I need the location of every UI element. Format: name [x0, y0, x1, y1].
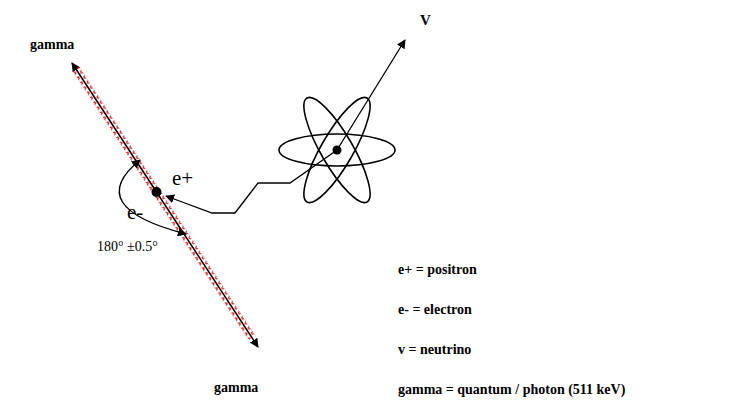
key-text: gamma = quantum / photon (511 keV) — [398, 382, 625, 398]
angle-label: 180° ±0.5° — [97, 239, 158, 255]
key-text: v = neutrino — [398, 342, 471, 358]
neutrino-arrow — [337, 40, 405, 150]
particle-label: e- — [127, 200, 143, 224]
particle-label: V — [420, 12, 431, 29]
positron-path — [166, 150, 337, 213]
ray-label: gamma — [30, 37, 74, 53]
key-text: e+ = positron — [398, 262, 477, 278]
key-text: e- = electron — [398, 302, 472, 318]
ray-label: gamma — [214, 380, 258, 396]
particle-label: e+ — [172, 166, 193, 190]
gamma-ray-line — [72, 63, 258, 347]
annihilation-point — [152, 187, 162, 197]
